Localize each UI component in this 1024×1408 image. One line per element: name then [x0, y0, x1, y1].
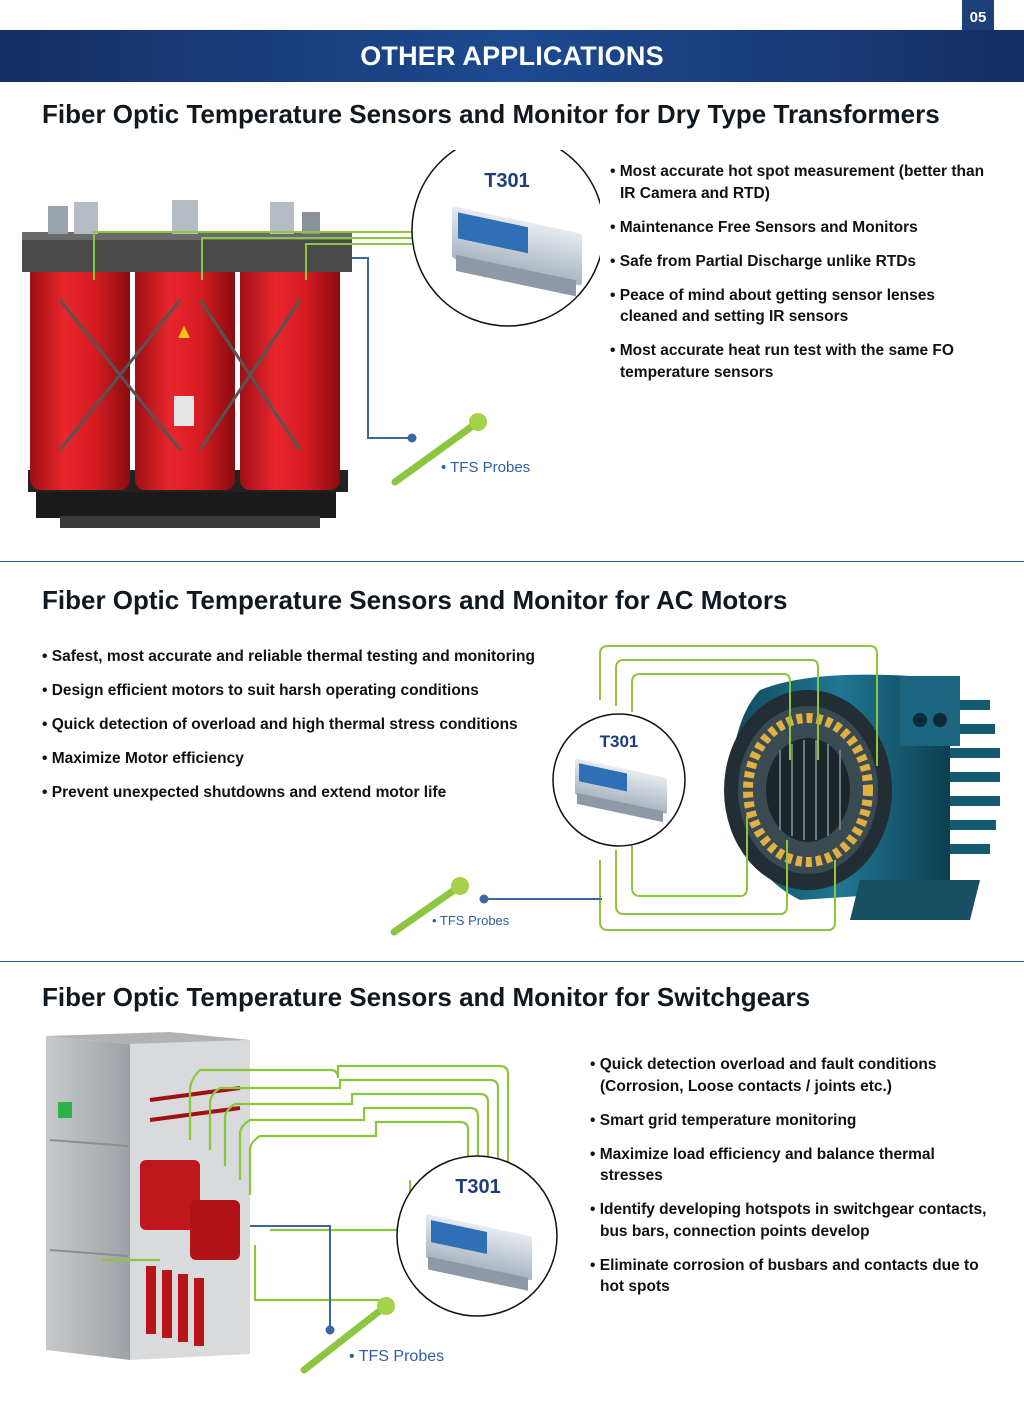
- list-item: Most accurate heat run test with the sam…: [610, 340, 990, 383]
- list-item: Quick detection of overload and high the…: [42, 714, 572, 736]
- list-item: Safest, most accurate and reliable therm…: [42, 646, 572, 668]
- t301-device: [552, 713, 686, 847]
- list-item: Prevent unexpected shutdowns and extend …: [42, 782, 572, 804]
- switchgear-illustration: [46, 1032, 510, 1374]
- transformer-probe-label: • TFS Probes: [441, 459, 530, 476]
- transformer-illustration: [22, 200, 487, 528]
- motor-illustration: [390, 645, 1000, 936]
- transformer-device-label: T301: [484, 170, 530, 192]
- motor-device-label: T301: [600, 732, 639, 751]
- list-item: Design efficient motors to suit harsh op…: [42, 680, 572, 702]
- section-divider: [0, 961, 1024, 962]
- motor-probe-label: • TFS Probes: [432, 913, 510, 928]
- t301-device: [396, 1155, 558, 1317]
- motor-section-title: Fiber Optic Temperature Sensors and Moni…: [42, 585, 788, 615]
- switchgear-section-title: Fiber Optic Temperature Sensors and Moni…: [42, 982, 811, 1012]
- motor-bullet-list: Safest, most accurate and reliable therm…: [42, 646, 572, 816]
- list-item: Quick detection overload and fault condi…: [590, 1054, 990, 1097]
- switchgear-bullet-list: Quick detection overload and fault condi…: [590, 1054, 990, 1310]
- transformer-section-title: Fiber Optic Temperature Sensors and Moni…: [42, 99, 940, 129]
- list-item: Safe from Partial Discharge unlike RTDs: [610, 251, 990, 273]
- section-banner: OTHER APPLICATIONS: [0, 30, 1024, 82]
- list-item: Maintenance Free Sensors and Monitors: [610, 217, 990, 239]
- list-item: Maximize Motor efficiency: [42, 748, 572, 770]
- page-number: 05: [962, 0, 994, 30]
- switchgear-probe-label: • TFS Probes: [349, 1348, 444, 1365]
- list-item: Eliminate corrosion of busbars and conta…: [590, 1255, 990, 1298]
- list-item: Peace of mind about getting sensor lense…: [610, 285, 990, 328]
- transformer-bullet-list: Most accurate hot spot measurement (bett…: [610, 161, 990, 396]
- t301-device: [411, 150, 600, 327]
- switchgear-device-label: T301: [455, 1176, 501, 1198]
- list-item: Smart grid temperature monitoring: [590, 1110, 990, 1132]
- list-item: Most accurate hot spot measurement (bett…: [610, 161, 990, 204]
- section-divider: [0, 561, 1024, 562]
- switchgear-figure: • TFS Probes T301: [40, 1030, 570, 1390]
- list-item: Maximize load efficiency and balance the…: [590, 1144, 990, 1187]
- list-item: Identify developing hotspots in switchge…: [590, 1199, 990, 1242]
- transformer-figure: • TFS Probes T301: [0, 150, 600, 550]
- motor-figure: • TFS Probes T301: [380, 640, 1000, 940]
